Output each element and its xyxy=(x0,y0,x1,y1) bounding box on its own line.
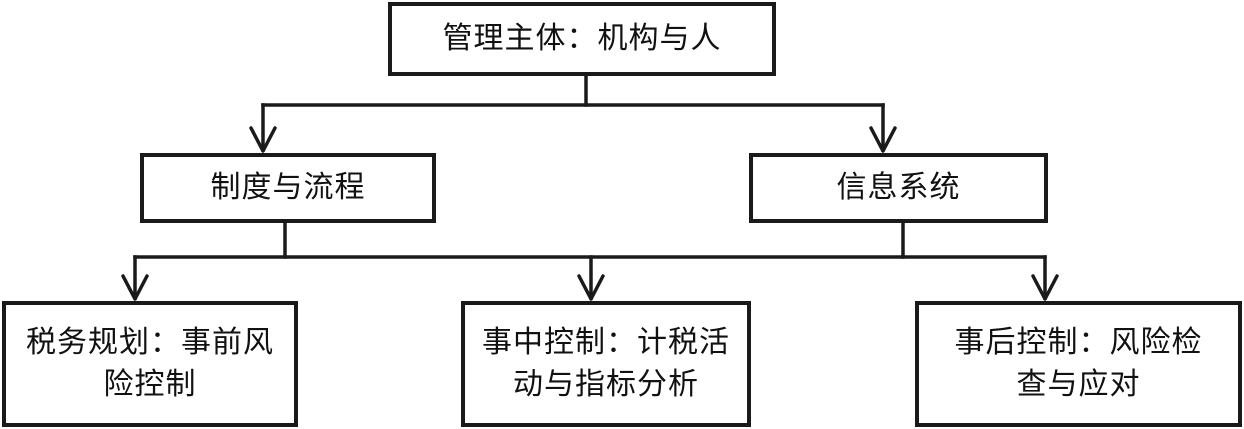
middle-node-left-label: 制度与流程 xyxy=(210,170,366,205)
bottom-node-1: 税务规划：事前风险控制 xyxy=(2,301,298,427)
bottom-node-3-label: 事后控制：风险检查与应对 xyxy=(954,325,1203,402)
arrowhead-left xyxy=(249,126,277,153)
middle-node-left: 制度与流程 xyxy=(140,153,436,223)
bottom-node-2: 事中控制：计税活动与指标分析 xyxy=(461,301,751,427)
top-node-label: 管理主体：机构与人 xyxy=(442,21,722,56)
arrowhead-b1 xyxy=(121,274,149,301)
middle-node-right: 信息系统 xyxy=(749,153,1048,223)
top-node: 管理主体：机构与人 xyxy=(388,2,776,76)
bottom-node-1-label: 税务规划：事前风险控制 xyxy=(26,325,274,402)
bottom-node-3: 事后控制：风险检查与应对 xyxy=(915,301,1242,427)
middle-node-right-label: 信息系统 xyxy=(836,170,961,205)
arrowhead-b2 xyxy=(577,274,605,301)
arrowhead-right xyxy=(869,126,897,153)
arrowhead-b3 xyxy=(1031,274,1059,301)
bottom-node-2-label: 事中控制：计税活动与指标分析 xyxy=(482,325,730,402)
